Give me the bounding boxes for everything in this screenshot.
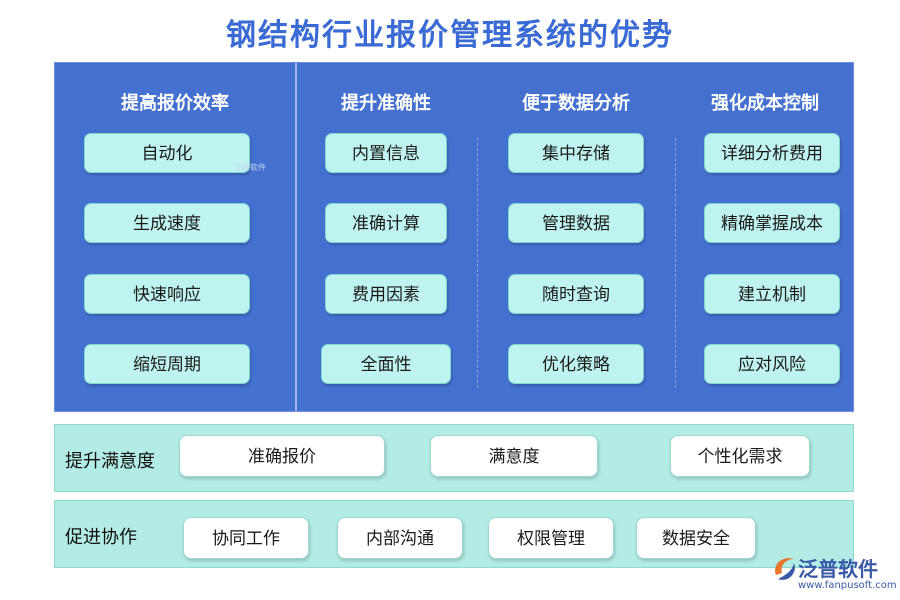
item-accurate-quote: 准确报价 <box>179 435 385 477</box>
item-shorten-cycle: 缩短周期 <box>84 344 250 384</box>
item-comprehensive: 全面性 <box>321 344 451 384</box>
item-central-storage: 集中存储 <box>508 133 644 173</box>
brand-logo: 泛普软件 www.fanpusoft.com <box>770 553 897 597</box>
column-heading-cost-control: 强化成本控制 <box>711 93 819 114</box>
item-precise-cost: 精确掌握成本 <box>704 203 840 243</box>
item-automation: 自动化 <box>84 133 250 173</box>
brand-name: 泛普软件 <box>798 557 878 581</box>
page-title: 钢结构行业报价管理系统的优势 <box>226 18 674 53</box>
satisfaction-band: 提升满意度 准确报价 满意度 个性化需求 <box>54 424 854 492</box>
item-builtin-info: 内置信息 <box>325 133 447 173</box>
item-permission-management: 权限管理 <box>488 517 614 559</box>
advantages-panel: 提高报价效率 自动化 生成速度 快速响应 缩短周期 提升准确性 内置信息 准确计… <box>54 62 854 412</box>
item-accurate-calc: 准确计算 <box>325 203 447 243</box>
watermark: 泛普软件 <box>234 163 266 172</box>
item-quick-response: 快速响应 <box>84 274 250 314</box>
item-co-work: 协同工作 <box>183 517 309 559</box>
brand-url: www.fanpusoft.com <box>798 580 897 591</box>
item-cost-factors: 费用因素 <box>325 274 447 314</box>
column-divider <box>295 63 297 411</box>
item-satisfaction: 满意度 <box>430 435 598 477</box>
column-divider-dashed <box>477 138 478 388</box>
item-establish-mechanism: 建立机制 <box>704 274 840 314</box>
brand-logo-icon <box>775 558 795 580</box>
item-optimize-strategy: 优化策略 <box>508 344 644 384</box>
item-data-security: 数据安全 <box>636 517 756 559</box>
column-heading-accuracy: 提升准确性 <box>341 93 431 114</box>
item-personalized-needs: 个性化需求 <box>670 435 810 477</box>
item-internal-communication: 内部沟通 <box>337 517 463 559</box>
collaboration-band: 促进协作 协同工作 内部沟通 权限管理 数据安全 <box>54 500 854 568</box>
item-generation-speed: 生成速度 <box>84 203 250 243</box>
item-query-anytime: 随时查询 <box>508 274 644 314</box>
column-heading-efficiency: 提高报价效率 <box>121 93 229 114</box>
satisfaction-label: 提升满意度 <box>65 451 155 472</box>
item-detailed-cost-analysis: 详细分析费用 <box>704 133 840 173</box>
item-manage-data: 管理数据 <box>508 203 644 243</box>
item-handle-risk: 应对风险 <box>704 344 840 384</box>
collaboration-label: 促进协作 <box>65 527 137 548</box>
column-divider-dashed <box>675 138 676 388</box>
column-heading-data-analysis: 便于数据分析 <box>522 93 630 114</box>
